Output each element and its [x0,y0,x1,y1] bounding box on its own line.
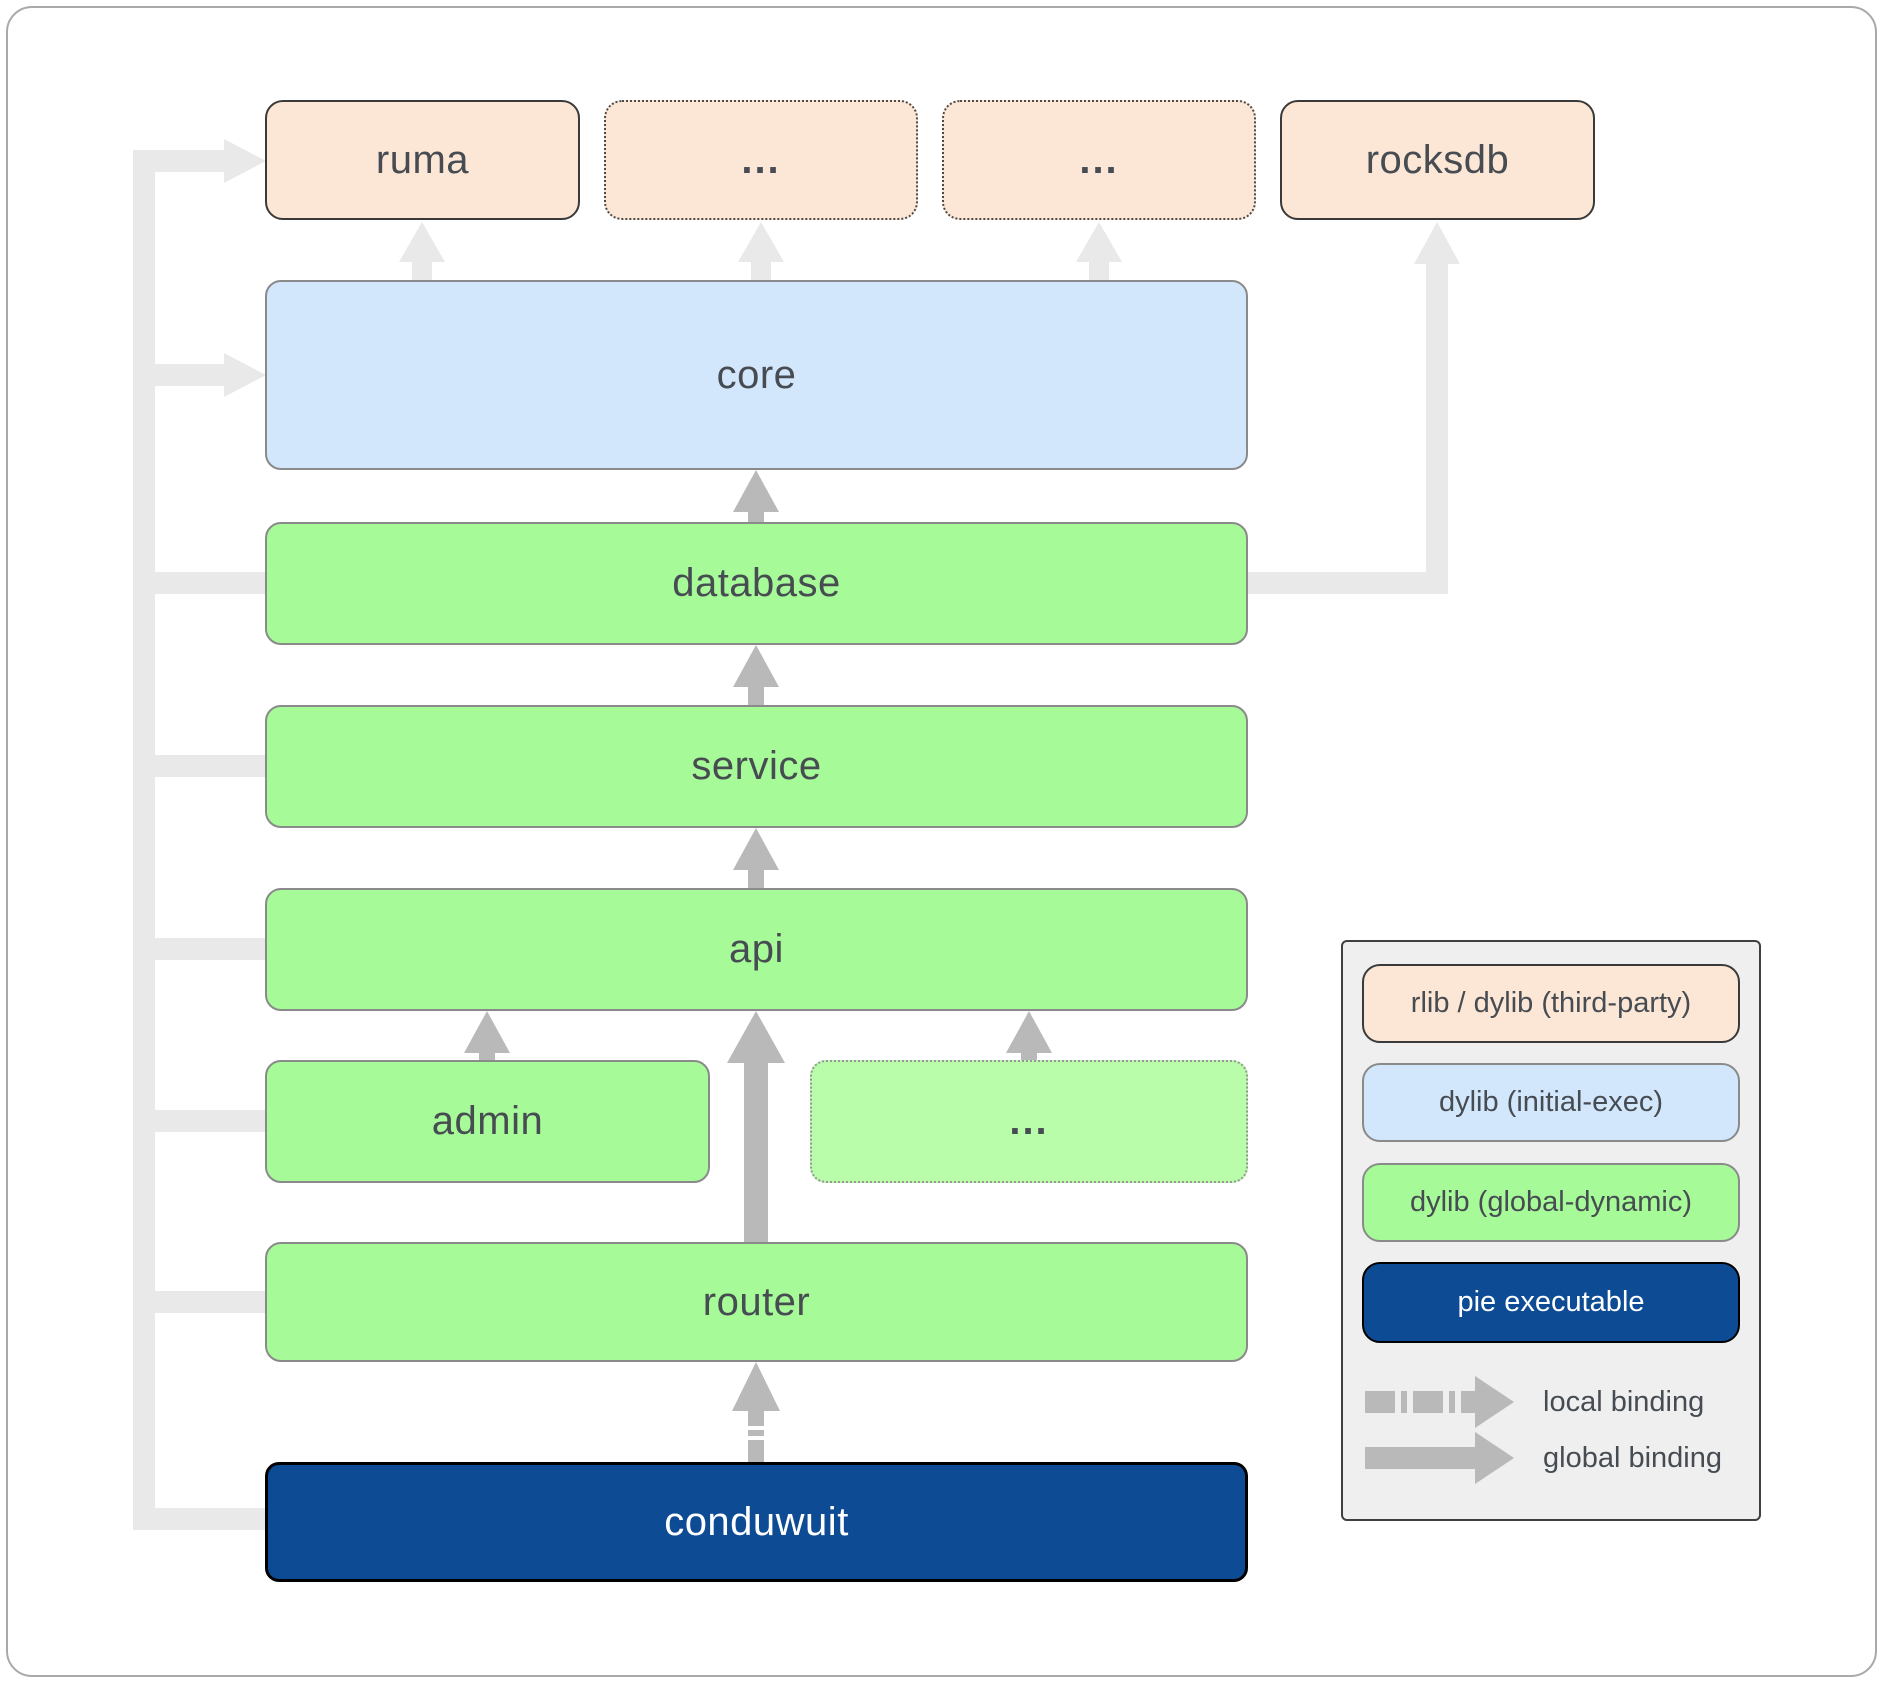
edge-conduwuit-router [732,1362,780,1466]
node-rocksdb-label: rocksdb [1365,137,1510,182]
edge-core-ellipsis1-head [738,222,784,262]
edge-conduwuit-router-trunk [155,1291,271,1313]
node-thirdparty-more-2-label: ... [1079,137,1119,182]
arrowhead [732,1362,780,1411]
node-ruma: ruma [265,100,580,220]
node-conduwuit: conduwuit [265,1462,1248,1582]
edge-database-core [733,470,779,530]
edge-core-ellipsis1-shaft [751,260,771,284]
legend-global-binding-label: global binding [1543,1441,1722,1474]
local-binding-arrow-icon [1365,1376,1514,1428]
shaft-thick [744,1061,768,1250]
global-binding-arrow-icon [1365,1432,1514,1484]
trunk-vertical-line [133,150,155,1530]
node-api-label: api [729,927,784,971]
arrowhead [727,1011,785,1063]
arrowhead [1006,1011,1052,1053]
edge-api-service [733,828,779,896]
edge-router-api [727,1011,785,1250]
edge-conduwuit-ruma [133,150,225,172]
arrowhead [733,645,779,687]
legend-item-pie-executable: pie executable [1362,1262,1740,1343]
node-api: api [265,888,1248,1011]
legend-global-binding-row: global binding [1362,1430,1740,1486]
node-core-label: core [716,352,797,397]
node-rocksdb: rocksdb [1280,100,1595,220]
shaft-dash [748,1430,764,1436]
edge-database-rocksdb-head [1414,222,1460,264]
arrowhead-into-ruma [224,139,266,183]
edge-service-database [733,645,779,713]
legend-item-global-dynamic: dylib (global-dynamic) [1362,1163,1740,1242]
edge-database-rocksdb-vertical [1426,262,1448,594]
node-thirdparty-more-2: ... [942,100,1256,220]
edge-core-ellipsis2-head [1076,222,1122,262]
edge-database-rocksdb [1244,222,1460,594]
edge-core-ruma-shaft [412,260,432,284]
edge-conduwuit-core [155,364,225,386]
edge-conduwuit-database [155,572,271,594]
arrowhead-into-core [224,353,266,397]
legend-local-binding-row: local binding [1362,1374,1740,1430]
arrowhead [733,828,779,870]
node-service: service [265,705,1248,828]
edge-conduwuit-service [155,755,271,777]
shaft-segment [748,1409,764,1426]
trunk-conduwuit-bindings [133,139,271,1530]
legend-item-initial-exec-label: dylib (initial-exec) [1438,1086,1663,1118]
edges-core-to-thirdparty [399,222,1122,284]
node-core: core [265,280,1248,470]
node-conduwuit-label: conduwuit [664,1499,849,1544]
arrowhead [464,1011,510,1053]
arrowhead [733,470,779,512]
node-router: router [265,1242,1248,1362]
node-database-label: database [672,561,841,605]
edge-database-rocksdb-horizontal [1244,572,1448,594]
legend-item-pie-executable-label: pie executable [1457,1286,1645,1318]
node-modules-more-label: ... [1009,1099,1049,1143]
node-service-label: service [691,744,822,788]
node-admin: admin [265,1060,710,1183]
edge-conduwuit-admin [155,1110,271,1132]
edge-core-ellipsis2-shaft [1089,260,1109,284]
edge-conduwuit-api [155,938,271,960]
node-ruma-label: ruma [375,137,470,182]
legend-item-initial-exec: dylib (initial-exec) [1362,1063,1740,1142]
node-thirdparty-more-1-label: ... [741,137,781,182]
node-database: database [265,522,1248,645]
edge-core-ruma-head [399,222,445,262]
node-admin-label: admin [431,1099,544,1143]
shaft-segment [748,1440,764,1466]
legend-item-third-party: rlib / dylib (third-party) [1362,964,1740,1043]
legend-item-third-party-label: rlib / dylib (third-party) [1410,987,1692,1019]
node-modules-more: ... [810,1060,1248,1183]
legend: rlib / dylib (third-party) dylib (initia… [1341,940,1761,1521]
node-router-label: router [702,1279,811,1324]
node-thirdparty-more-1: ... [604,100,918,220]
trunk-bottom-into-conduwuit [133,1508,271,1530]
legend-item-global-dynamic-label: dylib (global-dynamic) [1409,1186,1693,1218]
legend-local-binding-label: local binding [1543,1385,1705,1418]
